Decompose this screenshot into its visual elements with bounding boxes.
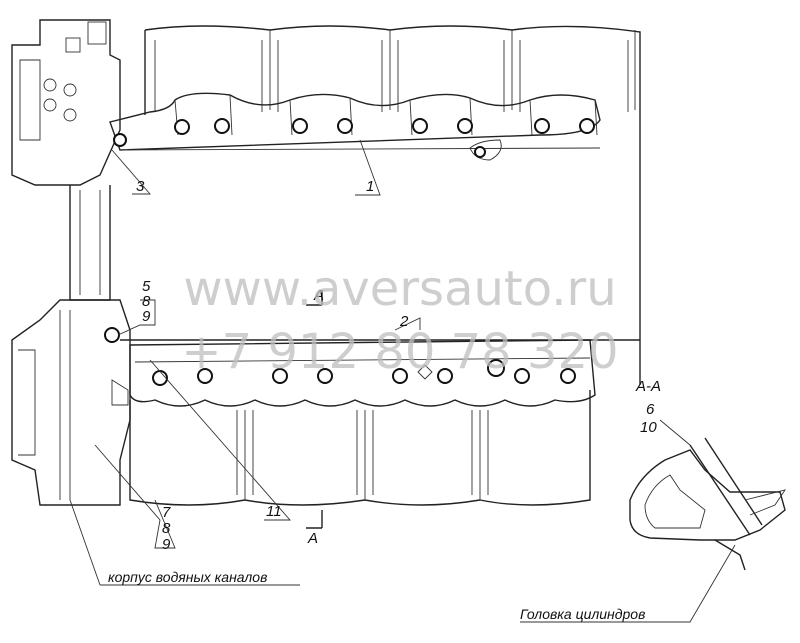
watermark-site: www.aversauto.ru [183, 261, 616, 317]
label-7: 7 [162, 504, 171, 521]
leader-lines [69, 139, 736, 623]
lower-manifold [129, 339, 596, 407]
label-5: 5 [142, 278, 151, 295]
label-11: 11 [266, 503, 282, 520]
section-title: A-A [635, 378, 661, 395]
label-8-bottom: 8 [162, 520, 171, 537]
water-pump-housing [11, 299, 131, 506]
upper-manifold [109, 92, 601, 161]
label-6: 6 [646, 401, 655, 418]
section-mark-a-top: A [313, 287, 324, 304]
label-8-top: 8 [142, 293, 151, 310]
caption-cylinder-head: Головка цилиндров [520, 606, 645, 622]
label-3: 3 [136, 178, 145, 195]
upper-block [144, 25, 641, 385]
water-housing-left [11, 19, 127, 301]
label-9-bottom: 9 [162, 536, 171, 553]
upper-manifold-bolts [174, 118, 595, 158]
label-10: 10 [640, 419, 657, 436]
section-mark-a-bottom: A [307, 530, 318, 547]
watermark-phone: +7 912 80 78 320 [181, 324, 618, 380]
label-2: 2 [399, 313, 409, 330]
label-1: 1 [366, 178, 374, 195]
caption-water-housing: корпус водяных каналов [108, 569, 267, 585]
lower-manifold-bolts [152, 359, 576, 386]
section-marks [306, 290, 323, 529]
section-a-a-detail [629, 437, 787, 571]
label-9-top: 9 [142, 308, 151, 325]
